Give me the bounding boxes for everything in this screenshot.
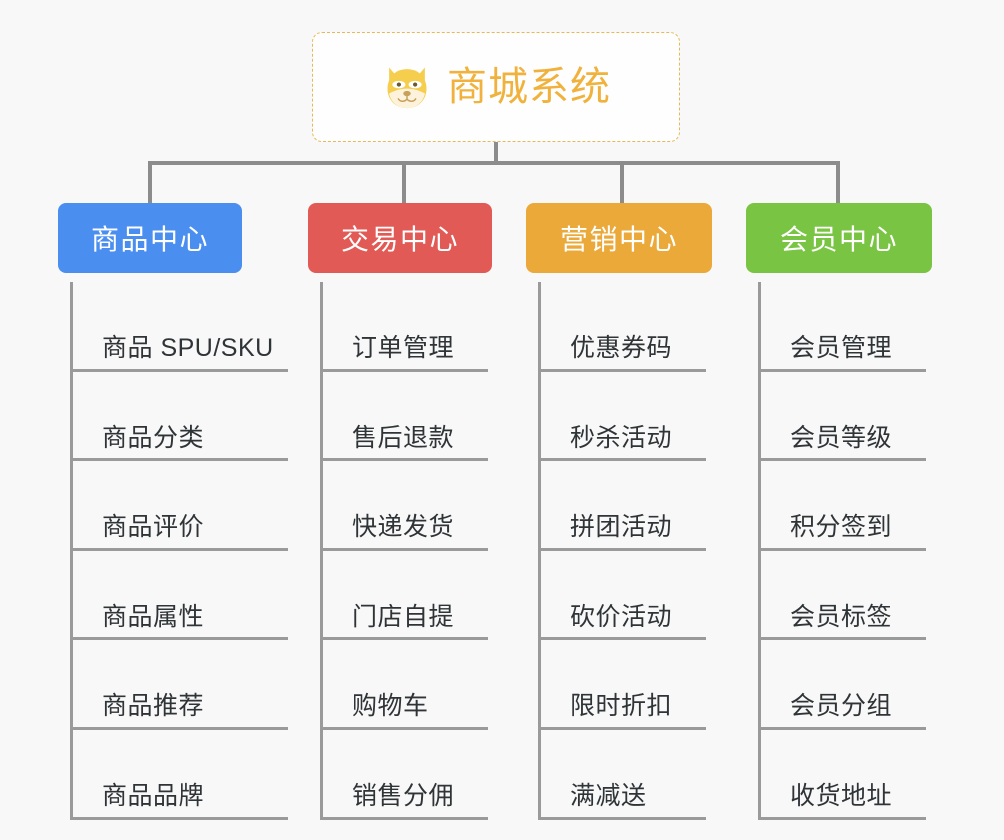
leaf-label: 商品属性 <box>102 602 205 631</box>
leaf-item[interactable]: 门店自提 <box>322 551 488 641</box>
leaf-item[interactable]: 商品推荐 <box>72 640 288 730</box>
leaf-label: 会员等级 <box>790 423 893 452</box>
root-title: 商城系统 <box>447 65 611 109</box>
leaf-label: 销售分佣 <box>352 782 455 811</box>
leaf-item[interactable]: 商品评价 <box>72 461 288 551</box>
leaf-item[interactable]: 商品 SPU/SKU <box>72 282 288 372</box>
connector-drop-2 <box>402 161 406 205</box>
connector-drop-3 <box>620 161 624 205</box>
leaf-label: 秒杀活动 <box>570 423 673 452</box>
leaf-list-trade: 订单管理 售后退款 快递发货 门店自提 购物车 销售分佣 <box>308 282 508 820</box>
branch-column-trade: 交易中心 订单管理 售后退款 快递发货 门店自提 购物车 销售分佣 <box>308 203 508 820</box>
leaf-item[interactable]: 销售分佣 <box>322 730 488 820</box>
branch-header-marketing[interactable]: 营销中心 <box>526 203 712 273</box>
branch-column-marketing: 营销中心 优惠券码 秒杀活动 拼团活动 砍价活动 限时折扣 满减送 <box>526 203 726 820</box>
branch-header-label: 会员中心 <box>779 224 898 255</box>
leaf-label: 商品 SPU/SKU <box>102 334 274 363</box>
leaf-label: 会员分组 <box>790 692 893 721</box>
leaf-label: 收货地址 <box>790 782 893 811</box>
leaf-item[interactable]: 商品属性 <box>72 551 288 641</box>
branch-column-member: 会员中心 会员管理 会员等级 积分签到 会员标签 会员分组 收货地址 <box>746 203 946 820</box>
leaf-list-product: 商品 SPU/SKU 商品分类 商品评价 商品属性 商品推荐 商品品牌 <box>58 282 298 820</box>
branch-header-trade[interactable]: 交易中心 <box>308 203 492 273</box>
leaf-item[interactable]: 订单管理 <box>322 282 488 372</box>
leaf-label: 售后退款 <box>352 423 455 452</box>
leaf-label: 限时折扣 <box>570 692 673 721</box>
leaf-item[interactable]: 收货地址 <box>760 730 926 820</box>
leaf-label: 门店自提 <box>352 602 455 631</box>
leaf-item[interactable]: 限时折扣 <box>540 640 706 730</box>
leaf-item[interactable]: 售后退款 <box>322 372 488 462</box>
leaf-label: 快递发货 <box>352 513 455 542</box>
leaf-label: 积分签到 <box>790 513 893 542</box>
branch-header-label: 交易中心 <box>340 224 459 255</box>
connector-drop-4 <box>836 161 840 205</box>
branch-header-product[interactable]: 商品中心 <box>58 203 242 273</box>
leaf-item[interactable]: 会员管理 <box>760 282 926 372</box>
branch-header-member[interactable]: 会员中心 <box>746 203 932 273</box>
leaf-item[interactable]: 砍价活动 <box>540 551 706 641</box>
leaf-item[interactable]: 快递发货 <box>322 461 488 551</box>
connector-drop-1 <box>148 161 152 205</box>
branch-column-product: 商品中心 商品 SPU/SKU 商品分类 商品评价 商品属性 商品推荐 商品品牌 <box>58 203 298 820</box>
leaf-item[interactable]: 秒杀活动 <box>540 372 706 462</box>
shiba-dog-icon <box>387 67 427 109</box>
leaf-item[interactable]: 优惠券码 <box>540 282 706 372</box>
leaf-label: 满减送 <box>570 782 647 811</box>
leaf-item[interactable]: 会员分组 <box>760 640 926 730</box>
leaf-label: 商品评价 <box>102 513 205 542</box>
leaf-item[interactable]: 购物车 <box>322 640 488 730</box>
leaf-label: 砍价活动 <box>570 602 673 631</box>
leaf-list-marketing: 优惠券码 秒杀活动 拼团活动 砍价活动 限时折扣 满减送 <box>526 282 726 820</box>
connector-root-stem <box>494 142 498 164</box>
leaf-item[interactable]: 商品品牌 <box>72 730 288 820</box>
leaf-label: 优惠券码 <box>570 334 673 363</box>
leaf-label: 商品分类 <box>102 423 205 452</box>
connector-horizontal-bar <box>148 161 840 165</box>
root-node[interactable]: 商城系统 <box>312 32 680 142</box>
leaf-item[interactable]: 拼团活动 <box>540 461 706 551</box>
leaf-item[interactable]: 会员标签 <box>760 551 926 641</box>
leaf-label: 商品推荐 <box>102 692 205 721</box>
leaf-label: 拼团活动 <box>570 513 673 542</box>
leaf-item[interactable]: 商品分类 <box>72 372 288 462</box>
leaf-list-member: 会员管理 会员等级 积分签到 会员标签 会员分组 收货地址 <box>746 282 946 820</box>
leaf-label: 商品品牌 <box>102 782 205 811</box>
branch-header-label: 营销中心 <box>559 224 678 255</box>
leaf-item[interactable]: 满减送 <box>540 730 706 820</box>
leaf-label: 购物车 <box>352 692 429 721</box>
leaf-label: 订单管理 <box>352 334 455 363</box>
branch-header-label: 商品中心 <box>90 224 209 255</box>
leaf-label: 会员标签 <box>790 602 893 631</box>
leaf-item[interactable]: 积分签到 <box>760 461 926 551</box>
leaf-item[interactable]: 会员等级 <box>760 372 926 462</box>
leaf-label: 会员管理 <box>790 334 893 363</box>
